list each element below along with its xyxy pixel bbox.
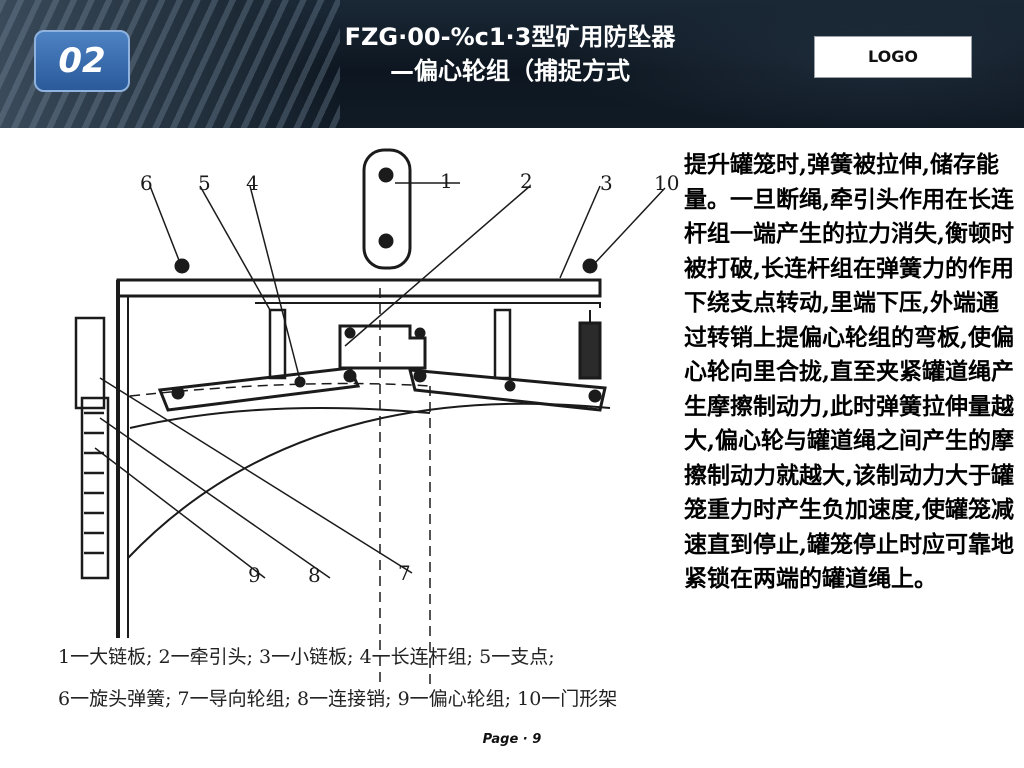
legend-line-1: 1一大链板; 2一牵引头; 3一小链板; 4一长连杆组; 5一支点; [58,646,555,668]
gantry-top-beam [116,278,602,298]
slide-title-line-1: FZG·00-%c1·3型矿用防坠器 [344,23,676,51]
callout-6: 6 [140,171,153,195]
slide-title-line-2: —偏心轮组（捕捉方式 [390,57,630,85]
mechanism-diagram: 6 5 4 1 2 3 10 7 8 9 [0,128,690,728]
logo-placeholder: LOGO [814,36,972,78]
callout-7: 7 [398,561,411,585]
slide-header: 02 FZG·00-%c1·3型矿用防坠器 —偏心轮组（捕捉方式 LOGO [0,0,1024,128]
eccentric-wheel-assembly [74,316,110,580]
callout-9: 9 [248,563,261,587]
long-link-left [157,366,361,412]
callout-10: 10 [654,171,679,195]
slide-content [0,128,1024,768]
callout-8: 8 [308,563,321,587]
callout-4: 4 [246,171,259,195]
slide-title: FZG·00-%c1·3型矿用防坠器 —偏心轮组（捕捉方式 [300,20,720,88]
long-link-right [408,368,607,412]
callout-2: 2 [520,169,533,193]
large-link-plate [362,148,412,270]
legend-line-2: 6一旋头弹簧; 7一导向轮组; 8一连接销; 9一偏心轮组; 10一门形架 [58,688,618,710]
callout-3: 3 [600,171,613,195]
callout-1: 1 [440,169,453,193]
description-text: 提升罐笼时,弹簧被拉伸,储存能量。一旦断绳,牵引头作用在长连杆组一端产生的拉力消… [684,151,1015,592]
parts-legend: 1一大链板; 2一牵引头; 3一小链板; 4一长连杆组; 5一支点; 6一旋头弹… [58,636,698,720]
section-number-badge: 02 [34,30,130,92]
page-number: Page · 9 [482,732,542,747]
spring-cylinder [578,321,602,380]
callout-5: 5 [198,171,211,195]
